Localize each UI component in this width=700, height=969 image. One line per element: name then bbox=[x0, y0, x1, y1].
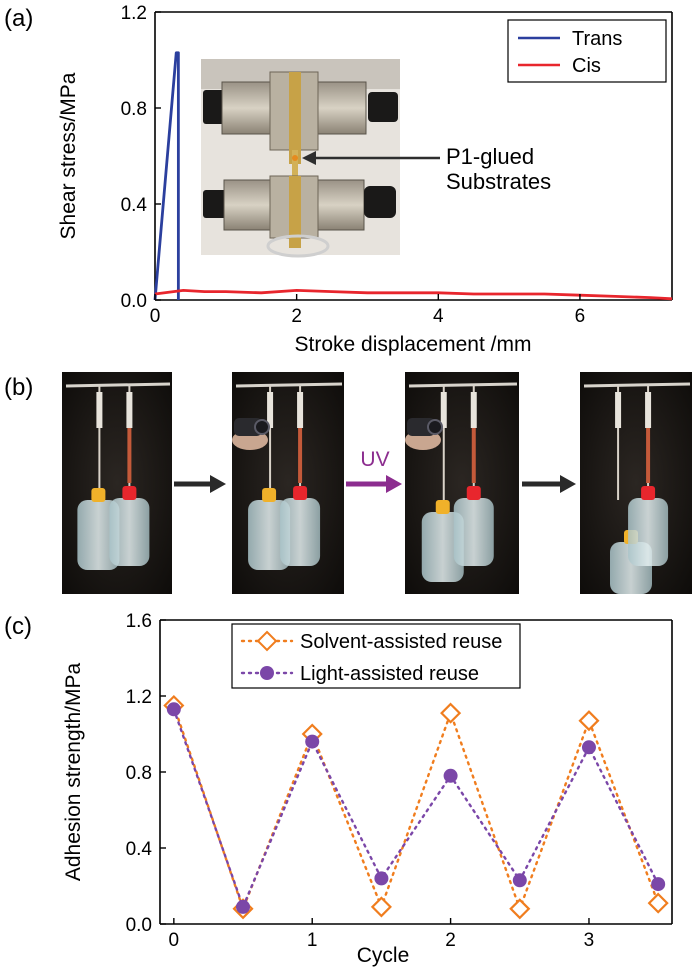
y-tick-label-a: 0.0 bbox=[121, 291, 147, 312]
sequence-arrow-3 bbox=[522, 475, 576, 493]
legend-a: Trans Cis bbox=[507, 19, 667, 83]
solvent-point bbox=[578, 710, 600, 732]
x-axis-title-a: Stroke displacement /mm bbox=[295, 333, 532, 356]
light-point bbox=[305, 734, 320, 749]
x-tick-label-a: 2 bbox=[291, 306, 302, 327]
x-tick-label-c: 1 bbox=[307, 930, 318, 951]
solvent-point bbox=[440, 702, 462, 724]
series-trans bbox=[153, 51, 180, 301]
photo-step-4 bbox=[580, 372, 692, 594]
adhesion-plot: 0 1 2 3 0.0 0.4 0.8 1.2 1.6 bbox=[126, 611, 673, 951]
light-point bbox=[512, 873, 527, 888]
uv-arrow bbox=[346, 475, 402, 493]
photo-step-2 bbox=[232, 372, 344, 594]
legend-item-solvent: Solvent-assisted reuse bbox=[300, 631, 502, 653]
series-solvent-line bbox=[172, 704, 660, 913]
x-tick-label-c: 3 bbox=[584, 930, 595, 951]
x-tick-label-c: 0 bbox=[169, 930, 180, 951]
panel-b-label: (b) bbox=[4, 374, 33, 401]
y-tick-label-c: 1.6 bbox=[126, 611, 152, 632]
annotation-line-2: Substrates bbox=[446, 169, 551, 194]
y-tick-label-c: 0.4 bbox=[126, 839, 153, 860]
light-point bbox=[374, 871, 389, 886]
legend-item-light: Light-assisted reuse bbox=[300, 663, 479, 685]
x-tick-label-a: 6 bbox=[575, 306, 586, 327]
legend-item-cis: Cis bbox=[572, 55, 601, 77]
solvent-point bbox=[647, 892, 669, 914]
panel-c-label: (c) bbox=[4, 613, 32, 640]
annotation-arrowhead bbox=[302, 151, 316, 165]
x-tick-label-a: 4 bbox=[433, 306, 444, 327]
y-tick-label-a: 0.8 bbox=[121, 99, 147, 120]
legend-c: Solvent-assisted reuse Light-assisted re… bbox=[231, 623, 521, 689]
x-axis-title-c: Cycle bbox=[357, 944, 410, 967]
y-tick-label-c: 1.2 bbox=[126, 687, 152, 708]
annotation-line-1: P1-glued bbox=[446, 144, 534, 169]
light-point bbox=[651, 877, 666, 892]
series-cis bbox=[154, 288, 673, 301]
y-axis-title-c: Adhesion strength/MPa bbox=[62, 663, 85, 882]
y-axis-title-a: Shear stress/MPa bbox=[57, 72, 80, 239]
light-point bbox=[236, 899, 251, 914]
x-tick-label-a: 0 bbox=[150, 306, 161, 327]
uv-label: UV bbox=[360, 448, 389, 471]
photo-step-3 bbox=[405, 372, 519, 594]
light-point bbox=[443, 768, 458, 783]
series-light-line bbox=[172, 708, 660, 911]
solvent-point bbox=[509, 898, 531, 920]
y-tick-label-a: 1.2 bbox=[121, 3, 147, 24]
reuse-photo-sequence bbox=[62, 372, 692, 594]
sequence-arrow-1 bbox=[174, 475, 226, 493]
y-tick-label-a: 0.4 bbox=[121, 195, 148, 216]
shear-stress-plot: 0 2 4 6 0.0 0.4 0.8 1.2 bbox=[121, 3, 673, 327]
solvent-point bbox=[370, 896, 392, 918]
x-tick-label-c: 2 bbox=[445, 930, 456, 951]
y-tick-label-c: 0.0 bbox=[126, 915, 152, 936]
legend-item-trans: Trans bbox=[572, 28, 622, 50]
photo-step-1 bbox=[62, 372, 172, 594]
light-point bbox=[166, 702, 181, 717]
y-tick-label-c: 0.8 bbox=[126, 763, 152, 784]
light-point bbox=[581, 740, 596, 755]
panel-a-label: (a) bbox=[4, 5, 33, 32]
